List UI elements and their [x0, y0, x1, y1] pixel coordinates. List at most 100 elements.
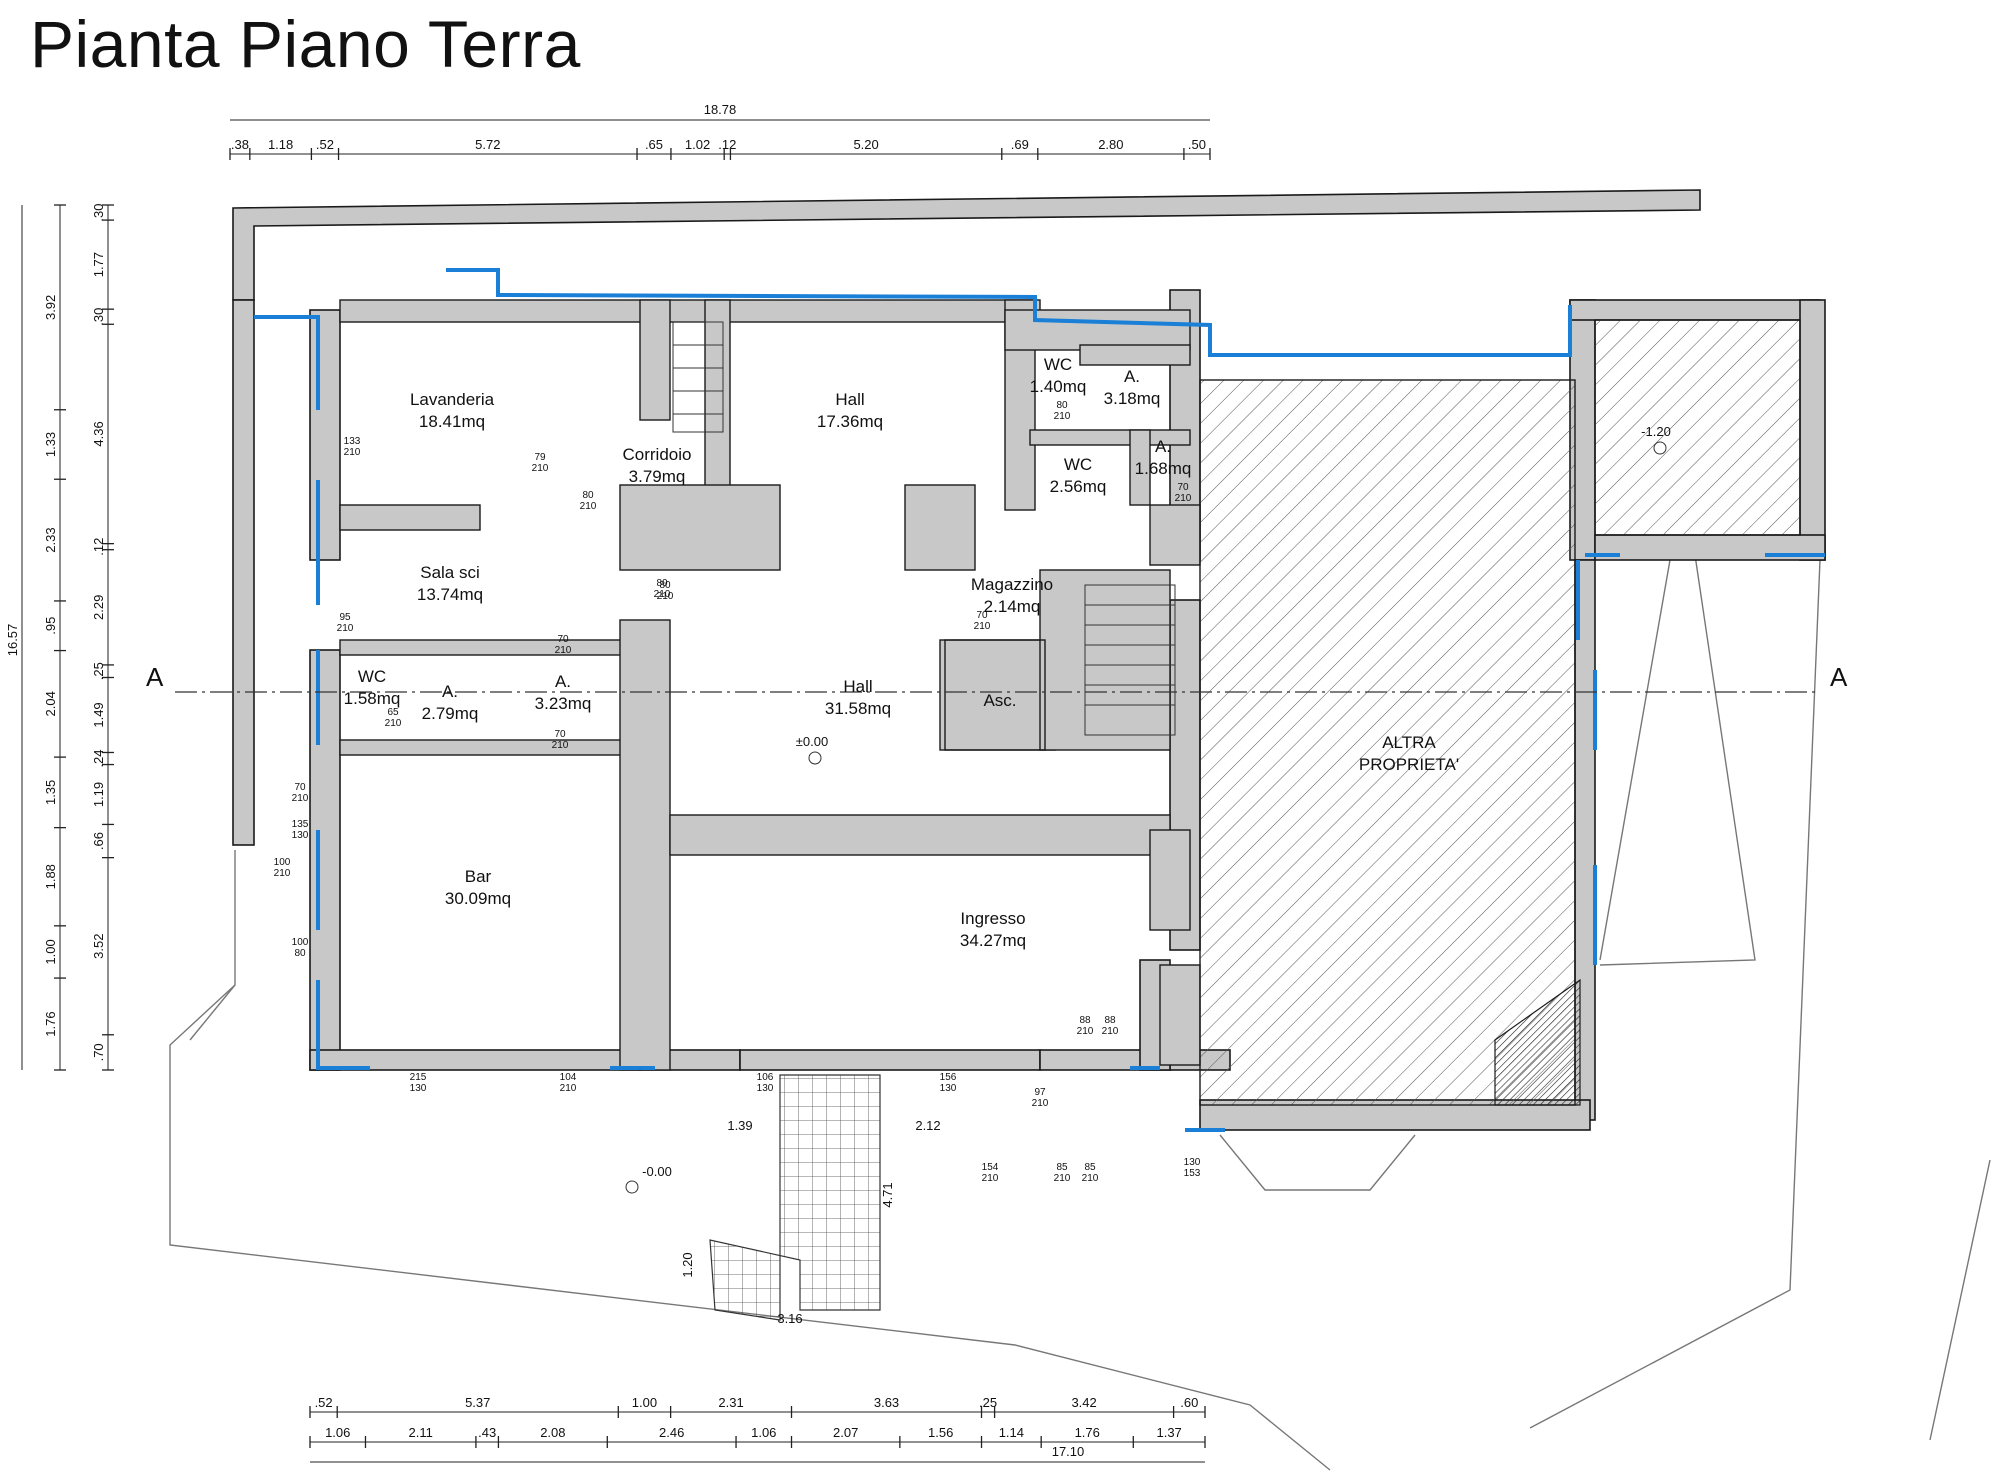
- dimension: .66: [91, 832, 106, 850]
- dimension-total: 18.78: [704, 102, 737, 117]
- opening-height: 210: [292, 793, 309, 804]
- opening-height: 210: [337, 623, 354, 634]
- opening-height: 210: [1077, 1026, 1094, 1037]
- room-name: Hall: [835, 390, 864, 409]
- dimension: 1.76: [43, 1011, 58, 1036]
- room-area: 2.14mq: [984, 597, 1041, 616]
- opening-width: 135: [292, 819, 309, 830]
- opening-width: 156: [940, 1072, 957, 1083]
- stair-interior: [672, 321, 1176, 736]
- opening-width: 79: [534, 452, 546, 463]
- section-label-right: A: [1830, 662, 1848, 692]
- opening-width: 133: [344, 436, 361, 447]
- opening-height: 130: [410, 1083, 427, 1094]
- site-outline: [169, 554, 1991, 1471]
- opening-height: 210: [974, 621, 991, 632]
- dimension: .69: [1011, 137, 1029, 152]
- dimension-total: 16.57: [5, 624, 20, 657]
- dims-top: 18.78: [230, 102, 1210, 155]
- room-area: 3.23mq: [535, 694, 592, 713]
- opening-width: 104: [560, 1072, 577, 1083]
- dimension: 2.80: [1098, 137, 1123, 152]
- room-name: Corridoio: [623, 445, 692, 464]
- level-mark: -0.00: [642, 1164, 672, 1179]
- dims-left-inner: .301.77.304.36.122.29.251.49.241.19.663.…: [91, 204, 114, 1071]
- dimension: 2.46: [659, 1425, 684, 1440]
- room-name: A.: [1124, 367, 1140, 386]
- opening-width: 80: [582, 490, 594, 501]
- dimension: 4.71: [880, 1182, 895, 1207]
- opening-width: 106: [757, 1072, 774, 1083]
- dimension: 2.11: [409, 1425, 433, 1440]
- dimension: 2.07: [833, 1425, 858, 1440]
- dimension: 1.88: [43, 864, 58, 889]
- other-property-area: [1199, 319, 1801, 1106]
- room-name: Asc.: [983, 691, 1016, 710]
- dimension: .30: [91, 204, 106, 222]
- room-name: A.: [442, 682, 458, 701]
- room-area: 18.41mq: [419, 412, 485, 431]
- dimension: .30: [91, 308, 106, 326]
- dimension: 5.72: [475, 137, 500, 152]
- opening-height: 130: [757, 1083, 774, 1094]
- dimension: .25: [91, 662, 106, 680]
- dimension: .52: [316, 137, 334, 152]
- opening-height: 210: [552, 740, 569, 751]
- dimension: 1.14: [999, 1425, 1024, 1440]
- opening-width: 80: [1056, 400, 1068, 411]
- section-line: A A: [146, 662, 1848, 693]
- room-name: Hall: [843, 677, 872, 696]
- dimension: 2.12: [915, 1118, 940, 1133]
- dimension: 1.33: [43, 432, 58, 457]
- opening-height: 153: [1184, 1168, 1201, 1179]
- dimension: .24: [91, 749, 106, 767]
- room-name: Lavanderia: [410, 390, 495, 409]
- dimension: .95: [43, 617, 58, 635]
- opening-height: 130: [292, 830, 309, 841]
- room-name: Sala sci: [420, 563, 480, 582]
- dimension: 2.33: [43, 527, 58, 552]
- level-mark: ±0.00: [796, 734, 828, 749]
- dimension: .52: [315, 1395, 333, 1410]
- opening-height: 210: [274, 868, 291, 879]
- dimension: 1.77: [91, 252, 106, 277]
- dimension: 1.49: [91, 702, 106, 727]
- dimension: 2.08: [540, 1425, 565, 1440]
- room-name: ALTRA: [1382, 733, 1436, 752]
- dimension: 5.37: [465, 1395, 490, 1410]
- dimension: .38: [231, 137, 249, 152]
- opening-height: 130: [940, 1083, 957, 1094]
- dimension: .12: [91, 538, 106, 556]
- room-area: 3.79mq: [629, 467, 686, 486]
- dimension: .25: [979, 1395, 997, 1410]
- opening-width: 70: [1177, 482, 1189, 493]
- dimension: 2.29: [91, 595, 106, 620]
- room-name: WC: [358, 667, 386, 686]
- opening-height: 210: [982, 1173, 999, 1184]
- dimension: 1.00: [632, 1395, 657, 1410]
- dimension: 2.31: [718, 1395, 743, 1410]
- room-area: 34.27mq: [960, 931, 1026, 950]
- dimension: 3.52: [91, 934, 106, 959]
- dimension: 1.76: [1075, 1425, 1100, 1440]
- opening-height: 210: [580, 501, 597, 512]
- dimension: .60: [1180, 1395, 1198, 1410]
- room-area: 3.18mq: [1104, 389, 1161, 408]
- dimension: 3.42: [1071, 1395, 1096, 1410]
- dimension: 5.20: [853, 137, 878, 152]
- opening-width: 65: [387, 707, 399, 718]
- dimension-total: 17.10: [1052, 1444, 1085, 1459]
- opening-width: 154: [982, 1162, 999, 1173]
- opening-height: 210: [385, 718, 402, 729]
- opening-height: 210: [1054, 411, 1071, 422]
- dimension: 4.36: [91, 421, 106, 446]
- room-labels: Lavanderia 18.41mq Corridoio 3.79mq Hall…: [344, 355, 1459, 950]
- dimension: 1.35: [43, 780, 58, 805]
- room-name: Bar: [465, 867, 492, 886]
- room-area: 1.58mq: [344, 689, 401, 708]
- opening-width: 97: [1034, 1087, 1046, 1098]
